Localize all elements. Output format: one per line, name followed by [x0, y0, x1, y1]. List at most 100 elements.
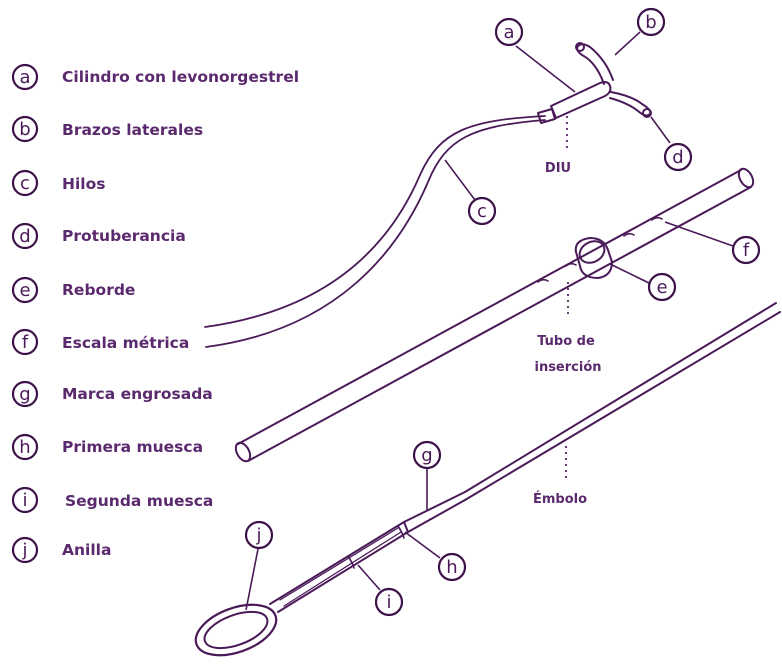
- iud-side-arm-right: [609, 91, 652, 117]
- iud-threads-2: [205, 119, 546, 348]
- leader-f: [664, 221, 734, 247]
- tube-end-left: [234, 441, 252, 463]
- iud-threads: [204, 115, 546, 328]
- plunger: [194, 302, 781, 657]
- iud-arm-knob: [575, 42, 585, 52]
- legend-item-i: i Segunda muesca: [11, 486, 213, 514]
- callout-circle-b: [636, 7, 666, 37]
- legend-label-i: Segunda muesca: [65, 492, 213, 510]
- plunger-grip-lines: [279, 527, 402, 607]
- leader-e: [609, 263, 650, 284]
- legend-item-d: d Protuberancia: [11, 222, 186, 250]
- legend: a Cilindro con levonorgestrel b Brazos l…: [11, 63, 299, 564]
- legend-letter-c: c: [20, 173, 30, 194]
- tube-body: [237, 169, 752, 462]
- legend-letter-a: a: [19, 67, 30, 88]
- iud-cylinder: [550, 81, 612, 119]
- iud-stem-tip: [537, 108, 556, 124]
- callout-letter-i: i: [386, 592, 391, 613]
- legend-item-h: h Primera muesca: [11, 433, 203, 461]
- tube-flange: [574, 237, 613, 279]
- plunger-grip: [269, 521, 409, 613]
- legend-circle-h: [11, 433, 39, 461]
- legend-circle-d: [11, 222, 39, 250]
- callout-letter-f: f: [743, 240, 750, 261]
- callout-circle-c: [467, 196, 497, 226]
- callout-letter-g: g: [421, 445, 432, 466]
- part-labels: DIU Tubo de inserción Émbolo: [533, 116, 602, 507]
- legend-letter-f: f: [22, 332, 29, 353]
- leader-d: [650, 116, 671, 144]
- legend-circle-j: [11, 536, 39, 564]
- legend-letter-d: d: [19, 226, 30, 247]
- callout-circle-i: [374, 587, 404, 617]
- tube-label-line1: Tubo de: [537, 334, 595, 349]
- legend-label-b: Brazos laterales: [62, 121, 203, 139]
- legend-item-b: b Brazos laterales: [11, 115, 203, 143]
- callout-circle-h: [437, 552, 467, 582]
- legend-circle-i: [11, 486, 39, 514]
- leader-i: [357, 564, 381, 591]
- leader-c: [444, 159, 476, 201]
- callout-circle-d: [663, 142, 693, 172]
- legend-circle-e: [11, 276, 39, 304]
- tube-flange-rim: [578, 240, 606, 264]
- callout-circle-f: [731, 235, 761, 265]
- plunger-ring: [194, 603, 278, 657]
- legend-item-j: j Anilla: [11, 536, 111, 564]
- legend-letter-b: b: [19, 119, 30, 140]
- leader-j: [245, 548, 259, 611]
- callout-letter-c: c: [477, 201, 487, 222]
- plunger-thick-mark: [403, 491, 466, 533]
- callout-letter-a: a: [503, 22, 514, 43]
- legend-circle-c: [11, 169, 39, 197]
- callout-letter-e: e: [656, 277, 667, 298]
- legend-letter-g: g: [19, 384, 30, 405]
- plunger-label: Émbolo: [533, 491, 587, 507]
- tube-label-line2: inserción: [534, 360, 601, 375]
- iud-side-arms: [576, 43, 614, 85]
- legend-item-g: g Marca engrosada: [11, 380, 213, 408]
- callout-circle-g: [412, 440, 442, 470]
- legend-label-f: Escala métrica: [62, 334, 189, 352]
- plunger-notch-second: [347, 555, 355, 569]
- legend-letter-i: i: [22, 490, 27, 511]
- legend-item-a: a Cilindro con levonorgestrel: [11, 63, 299, 91]
- diu-label: DIU: [545, 161, 571, 176]
- legend-label-h: Primera muesca: [62, 438, 203, 456]
- legend-letter-h: h: [19, 437, 30, 458]
- legend-label-d: Protuberancia: [62, 227, 186, 245]
- legend-circle-b: [11, 115, 39, 143]
- callout-circle-j: [244, 520, 274, 550]
- legend-label-j: Anilla: [62, 541, 111, 559]
- leader-h: [404, 531, 441, 559]
- plunger-rod: [464, 302, 781, 501]
- legend-circle-a: [11, 63, 39, 91]
- plunger-ring-inner: [203, 610, 269, 650]
- leader-a: [515, 45, 576, 93]
- legend-label-e: Reborde: [62, 281, 135, 299]
- legend-letter-e: e: [19, 280, 30, 301]
- callout-letter-h: h: [446, 557, 457, 578]
- legend-circle-f: [11, 328, 39, 356]
- callout-letter-j: j: [255, 525, 261, 546]
- insertion-tube: [234, 167, 755, 463]
- legend-label-a: Cilindro con levonorgestrel: [62, 68, 299, 86]
- legend-circle-g: [11, 380, 39, 408]
- legend-label-g: Marca engrosada: [62, 385, 213, 403]
- iud-device: [204, 42, 652, 348]
- tube-scale-marks: [537, 216, 663, 283]
- iud-protuberance: [642, 108, 652, 118]
- legend-label-c: Hilos: [62, 175, 105, 193]
- callout-letter-d: d: [672, 147, 683, 168]
- callout-letter-b: b: [645, 12, 656, 33]
- leader-b: [614, 31, 641, 56]
- legend-letter-j: j: [21, 540, 27, 561]
- legend-item-f: f Escala métrica: [11, 328, 189, 356]
- callouts: a b c d e f g h i j: [244, 7, 761, 617]
- legend-item-c: c Hilos: [11, 169, 105, 197]
- callout-circle-a: [494, 17, 524, 47]
- tube-end-right: [737, 167, 755, 189]
- callout-circle-e: [647, 272, 677, 302]
